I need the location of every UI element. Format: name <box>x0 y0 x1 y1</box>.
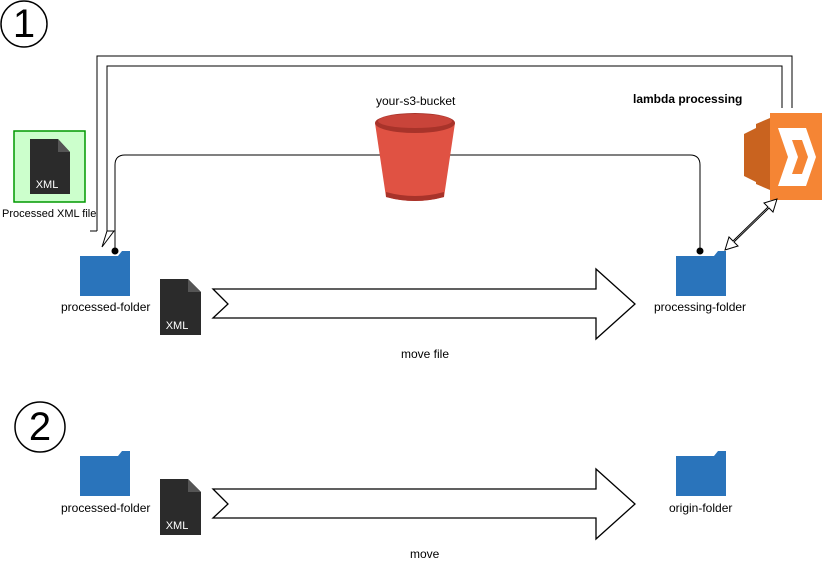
step-2-number: 2 <box>28 405 52 449</box>
move-arrow-1 <box>211 267 636 341</box>
step-1-number: 1 <box>12 2 36 46</box>
processed-file-label: Processed XML file <box>2 208 97 220</box>
step-1-left-folder-label: processed-folder <box>61 300 151 314</box>
step-1-circle <box>0 0 48 48</box>
s3-bucket-icon <box>375 113 455 201</box>
svg-text:XML: XML <box>36 179 59 191</box>
svg-text:XML: XML <box>166 320 189 332</box>
folder-icon <box>676 451 726 496</box>
step-2-circle <box>14 401 66 453</box>
folder-icon <box>676 251 726 296</box>
return-flow-arrow <box>90 55 793 248</box>
bucket-label: your-s3-bucket <box>376 94 456 108</box>
xml-file-icon: XML <box>160 479 201 535</box>
lambda-icon <box>744 113 822 200</box>
lambda-label: lambda processing <box>633 92 743 106</box>
bidirectional-arrow <box>724 198 778 251</box>
step-2-left-folder-label: processed-folder <box>61 501 151 515</box>
step-1-arrow-label: move file <box>401 347 450 361</box>
folder-icon <box>80 251 130 296</box>
step-1-right-folder-label: processing-folder <box>654 300 747 314</box>
folder-icon <box>80 451 130 496</box>
step-2-arrow-label: move <box>410 547 440 561</box>
step-2-right-folder-label: origin-folder <box>669 501 733 515</box>
svg-text:XML: XML <box>166 520 189 532</box>
xml-file-icon: XML <box>160 279 201 335</box>
xml-file-icon: XML <box>30 139 70 194</box>
move-arrow-2 <box>211 467 636 541</box>
